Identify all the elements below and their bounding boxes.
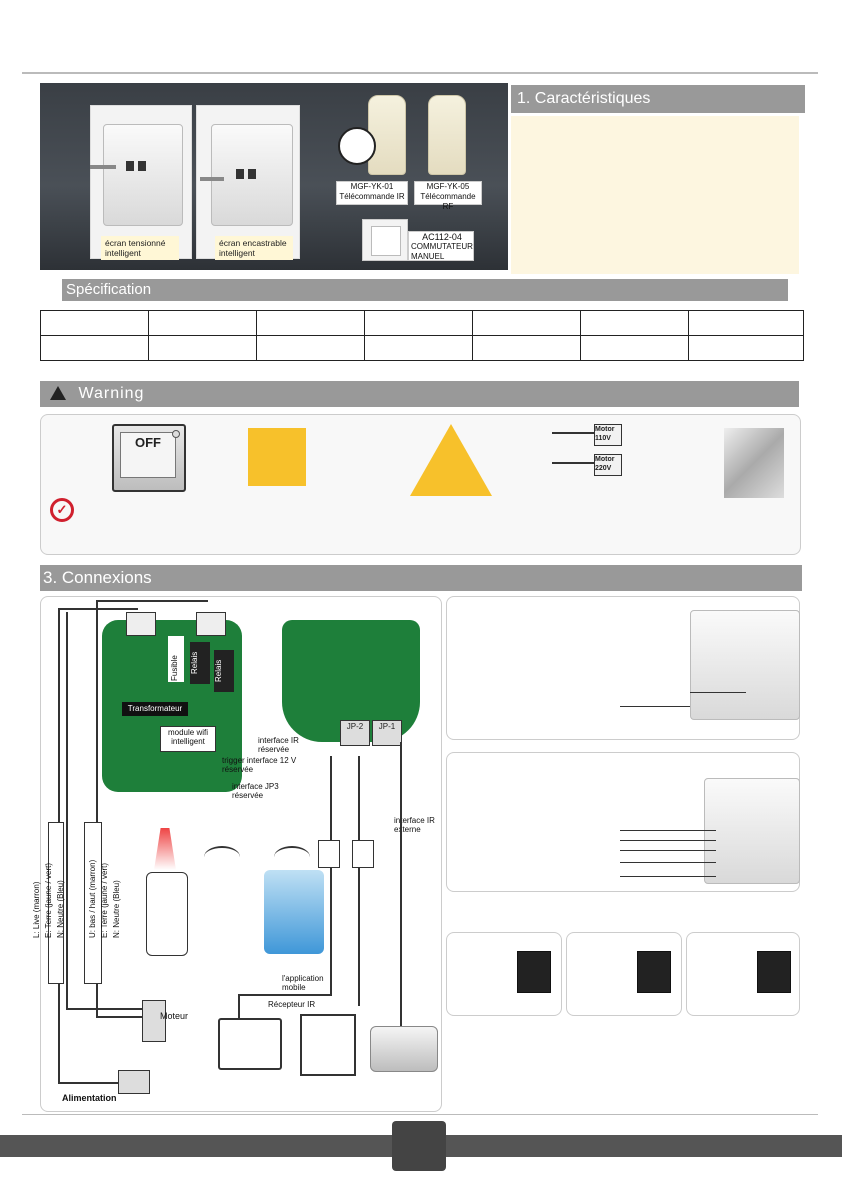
- transformer-label: Transformateur: [122, 702, 188, 716]
- wifi-module-label: module wifi intelligent: [160, 726, 216, 752]
- caution-triangle-icon: [410, 424, 492, 496]
- ir-beam-icon: [154, 828, 176, 870]
- rj-pinout-panel: [686, 932, 800, 1016]
- motor-housing-image: [200, 124, 293, 226]
- wifi-signal-icon: [204, 846, 240, 868]
- laptop-icon: [218, 1018, 282, 1070]
- jp1-port: JP-1: [372, 720, 402, 746]
- rj-pinout-panel: [566, 932, 682, 1016]
- ir-external-label: interface IR externe: [394, 816, 435, 834]
- features-heading: 1. Caractéristiques: [511, 85, 805, 113]
- motor-connector-icon: [142, 1000, 166, 1042]
- specification-heading: Spécification: [62, 279, 788, 301]
- wire-label-left: N: Neutre (Bleu): [56, 880, 65, 938]
- product-photo-panel: écran tensionné intelligent écran encast…: [40, 83, 508, 270]
- wifi-signal-icon: [274, 846, 310, 868]
- manual-switch-label: AC112-04 COMMUTATEUR MANUEL: [408, 231, 474, 261]
- bottom-rule: [22, 1114, 818, 1115]
- mobile-app-label: l'application mobile: [282, 974, 324, 992]
- motor-label: Moteur: [160, 1011, 189, 1021]
- warning-triangle-icon: [50, 386, 66, 400]
- metal-part-image: [724, 428, 784, 498]
- caution-square-icon: [248, 428, 306, 486]
- specification-table: [40, 310, 804, 361]
- jp2-port: JP-2: [340, 720, 370, 746]
- relay-label: Relais: [214, 650, 234, 692]
- rj-pinout-panel: [446, 932, 562, 1016]
- trigger-label: trigger interface 12 V réservée: [222, 756, 297, 774]
- page-number-tab: [392, 1121, 446, 1171]
- features-text-area: [511, 116, 799, 274]
- fuse-label: Fusible: [168, 636, 184, 682]
- motor-housing-image: [704, 778, 800, 884]
- rj-connector: [318, 840, 340, 868]
- ir-reserved-label: interface IR réservée: [258, 736, 299, 754]
- rj-jack-icon: [757, 951, 791, 993]
- ir-remote-image: [368, 95, 406, 175]
- relay-label: Relais: [190, 642, 210, 684]
- manual-switch-image: [362, 219, 408, 261]
- tensioned-screen-photo: écran tensionné intelligent: [90, 105, 192, 260]
- projector-icon: [370, 1026, 438, 1072]
- ir-remote-icon: [146, 872, 188, 956]
- terminal-block: [126, 612, 156, 636]
- check-icon: ✓: [50, 498, 74, 522]
- motor-housing-image: [90, 124, 183, 226]
- power-label: Alimentation: [62, 1093, 117, 1103]
- zoom-detail-icon: [338, 127, 376, 165]
- recessed-screen-photo: écran encastrable intelligent: [196, 105, 300, 260]
- top-rule: [22, 72, 818, 74]
- rf-remote-icon: [264, 870, 324, 954]
- rj-jack-icon: [637, 951, 671, 993]
- terminal-block: [196, 612, 226, 636]
- ir-remote-label: MGF-YK-01 Télécommande IR: [336, 181, 408, 205]
- caption-tensioned-screen: écran tensionné intelligent: [101, 236, 179, 260]
- rj-jack-icon: [517, 951, 551, 993]
- caption-recessed-screen: écran encastrable intelligent: [215, 236, 293, 260]
- power-off-switch-icon: OFF: [112, 424, 186, 492]
- motor-housing-image: [690, 610, 800, 720]
- warning-heading: Warning: [40, 381, 799, 407]
- table-row: [40, 310, 804, 336]
- connections-heading: 3. Connexions: [40, 565, 802, 591]
- table-row: [40, 335, 804, 361]
- power-plug-icon: [118, 1070, 150, 1094]
- ir-receiver-label: Récepteur IR: [268, 1000, 316, 1009]
- wire-label-right: N: Neutre (Bleu): [112, 880, 121, 938]
- rj-connector: [352, 840, 374, 868]
- motor-voltage-labels: Motor 110V Motor 220V: [552, 422, 622, 482]
- jp3-label: interface JP3 réservée: [232, 782, 279, 800]
- ir-receiver-icon: [300, 1014, 356, 1076]
- rf-remote-label: MGF-YK-05 Télécommande RF: [414, 181, 482, 211]
- rf-remote-image: [428, 95, 466, 175]
